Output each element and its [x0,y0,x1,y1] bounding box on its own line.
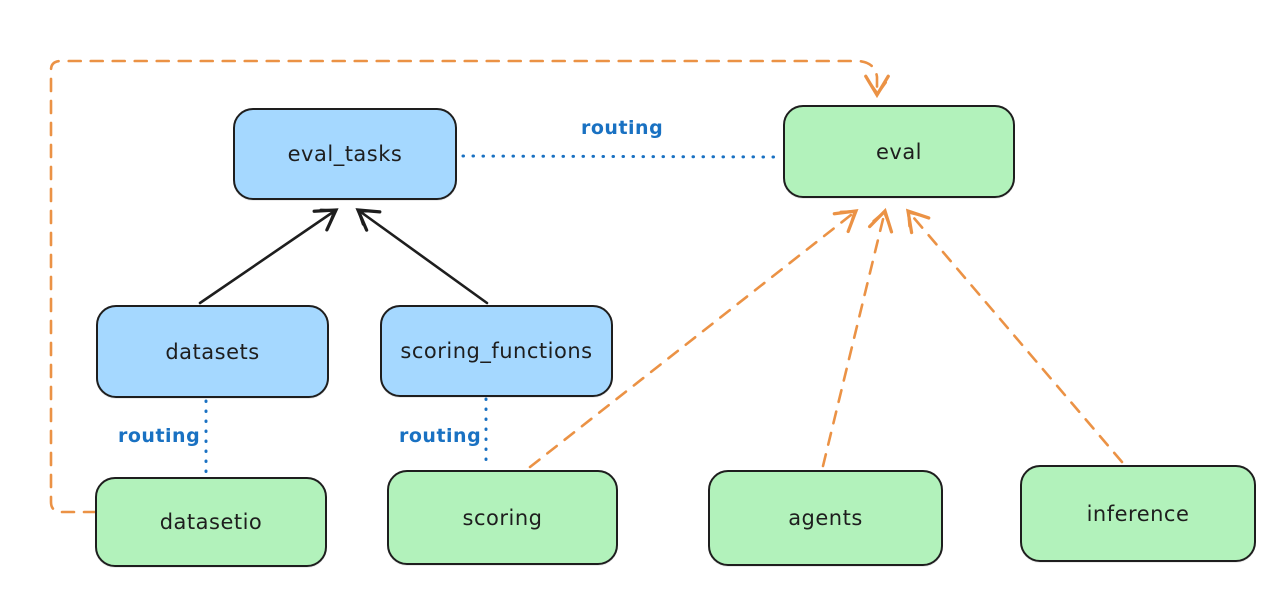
node-eval[interactable]: eval [783,105,1015,198]
node-datasetio-label: datasetio [159,510,263,534]
node-agents[interactable]: agents [708,470,943,566]
node-inference[interactable]: inference [1020,465,1256,562]
node-eval-tasks[interactable]: eval_tasks [233,108,457,200]
node-eval-tasks-label: eval_tasks [287,142,403,166]
edge-datasets-to-eval-tasks [198,208,339,305]
node-agents-label: agents [788,506,863,530]
node-datasetio[interactable]: datasetio [95,477,327,567]
edge-agents-to-eval [821,207,894,468]
edge-datasetio-loop-to-eval [49,59,890,514]
node-scoring[interactable]: scoring [387,470,618,565]
edge-scoring-functions-to-eval-tasks [355,208,489,305]
node-inference-label: inference [1086,501,1190,526]
edge-label-routing-top: routing [581,117,664,139]
node-scoring-label: scoring [462,505,543,530]
node-datasets[interactable]: datasets [96,305,329,398]
edge-label-routing-scoring: routing [399,425,482,447]
node-datasets-label: datasets [165,339,260,364]
edge-inference-to-eval [905,208,1124,464]
node-scoring-functions-label: scoring_functions [400,339,593,363]
edge-label-routing-datasetio: routing [118,425,201,447]
edge-scoring-to-eval [528,209,859,469]
edge-eval-tasks-to-eval-routing [461,154,784,159]
node-eval-label: eval [875,139,923,164]
node-scoring-functions[interactable]: scoring_functions [380,305,613,397]
